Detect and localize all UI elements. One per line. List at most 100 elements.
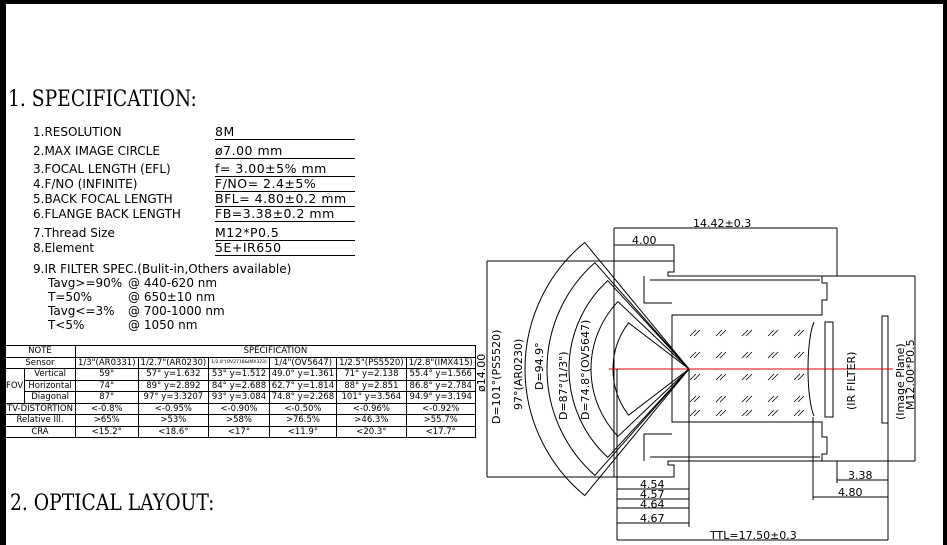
- spec-label: 6.FLANGE BACK LENGTH: [33, 207, 181, 221]
- hatch-mark: [689, 395, 697, 403]
- hatch-mark: [719, 351, 727, 359]
- ir-cond: Tavg>=90%: [48, 276, 123, 290]
- frame-border-top: [0, 0, 947, 4]
- hatch-mark: [771, 329, 779, 337]
- hatch-mark: [715, 329, 723, 337]
- ir-val: @ 440-620 nm: [128, 276, 218, 290]
- hatch-mark: [793, 329, 801, 337]
- hatch-mark: [693, 395, 701, 403]
- cell: <11.9°: [268, 425, 338, 438]
- hatch-mark: [719, 373, 727, 381]
- fov-arc: [524, 241, 690, 497]
- hatch-mark: [715, 395, 723, 403]
- hatch-mark: [693, 409, 701, 417]
- dim-total-length: 14.42±0.3: [693, 217, 751, 230]
- fov-arc: [546, 261, 690, 477]
- ir-filter-label: (IR FILTER): [845, 352, 858, 410]
- table-row: CRA <15.2° <18.6° <17° <11.9° <20.3° <17…: [4, 425, 476, 438]
- hatch-mark: [745, 395, 753, 403]
- spec-label: 1.RESOLUTION: [33, 125, 122, 139]
- cell: <20.3°: [336, 425, 407, 438]
- dim-front: 4.00: [632, 234, 657, 247]
- dim-bfl: 4.80: [838, 486, 863, 499]
- cell: <18.6°: [137, 425, 210, 438]
- ir-val: @ 700-1000 nm: [128, 304, 225, 318]
- hatch-mark: [693, 373, 701, 381]
- spec-value: FB=3.38±0.2 mm: [215, 207, 355, 222]
- ir-cond: T=50%: [48, 290, 93, 304]
- hatch-mark: [771, 395, 779, 403]
- spec-label: 4.F/NO (INFINITE): [33, 177, 138, 191]
- hatch-mark: [689, 409, 697, 417]
- dimension-labels: 14.42±0.3 4.00 ø14.00 4.54 4.57 4.64 4.6…: [475, 217, 917, 542]
- table-row: FOV Vertical 59° 57° y=1.632 53° y=1.512…: [3, 368, 476, 404]
- fov-label: D=101°(PS5520): [490, 330, 503, 424]
- glass-hatching: [689, 329, 805, 417]
- hatch-mark: [797, 409, 805, 417]
- hatch-mark: [693, 351, 701, 359]
- ir-val: @ 650±10 nm: [128, 290, 216, 304]
- dim-4-67: 4.67: [640, 512, 665, 525]
- hatch-mark: [741, 409, 749, 417]
- dim-4-54: 4.54: [640, 478, 665, 491]
- hatch-mark: [771, 409, 779, 417]
- hatch-mark: [715, 409, 723, 417]
- dim-4-64: 4.64: [640, 498, 665, 511]
- hatch-mark: [741, 351, 749, 359]
- table-row: Horizontal 74° 89° y=2.892 84° y=2.688 6…: [5, 379, 476, 392]
- hatch-mark: [741, 395, 749, 403]
- cell: 89° y=2.892: [137, 379, 210, 392]
- hatch-mark: [745, 373, 753, 381]
- hatch-mark: [793, 409, 801, 417]
- dim-ttl: TTL=17.50±0.3: [709, 529, 797, 542]
- hatch-mark: [793, 373, 801, 381]
- sensor-spec-table: NOTE SPECIFICATION Sensor 1/3"(AR0331) 1…: [3, 345, 476, 438]
- hatch-mark: [715, 373, 723, 381]
- ir-cond: Tavg<=3%: [48, 304, 115, 318]
- hatch-mark: [771, 373, 779, 381]
- fov-label: FOV: [3, 368, 26, 404]
- fov-arc: [590, 300, 690, 438]
- hatch-mark: [797, 395, 805, 403]
- fov-label: D=94.9°: [533, 342, 546, 390]
- spec-value: 8M: [215, 125, 355, 140]
- spec-value: 5E+IR650: [215, 241, 355, 256]
- dimension-lines: [486, 227, 916, 541]
- cell: <17.7°: [405, 425, 476, 438]
- hatch-mark: [797, 329, 805, 337]
- hatch-mark: [719, 409, 727, 417]
- spec-label: 3.FOCAL LENGTH (EFL): [33, 162, 171, 176]
- image-plane-label: (Image Plane): [894, 343, 907, 420]
- spec-value: BFL= 4.80±0.2 mm: [215, 192, 355, 207]
- spec-value: f= 3.00±5% mm: [215, 162, 355, 177]
- frame-border-right: [943, 0, 947, 545]
- hatch-mark: [693, 329, 701, 337]
- hatch-mark: [689, 373, 697, 381]
- hatch-mark: [767, 329, 775, 337]
- hatch-mark: [715, 351, 723, 359]
- specification-heading: 1. SPECIFICATION:: [8, 87, 197, 112]
- hatch-mark: [797, 351, 805, 359]
- table-row: Sensor 1/3"(AR0331) 1/2.7"(AR0230) 1/2.8…: [4, 356, 476, 369]
- spec-label: 5.BACK FOCAL LENGTH: [33, 192, 173, 206]
- cell: <17°: [208, 425, 270, 438]
- hatch-mark: [745, 351, 753, 359]
- dim-4-57: 4.57: [640, 488, 665, 501]
- ir-cond: T<5%: [48, 318, 85, 332]
- hatch-mark: [793, 395, 801, 403]
- optical-layout-heading: 2. OPTICAL LAYOUT:: [10, 491, 215, 516]
- fov-arcs: [524, 241, 690, 497]
- spec-label: 7.Thread Size: [33, 226, 115, 240]
- hatch-mark: [793, 351, 801, 359]
- frame-border-left: [0, 0, 6, 545]
- dim-fb: 3.38: [848, 469, 873, 482]
- row-label: CRA: [4, 425, 76, 438]
- hatch-mark: [745, 409, 753, 417]
- hatch-mark: [771, 351, 779, 359]
- hatch-mark: [689, 351, 697, 359]
- hatch-mark: [767, 373, 775, 381]
- hatch-mark: [719, 329, 727, 337]
- spec-value: M12*P0.5: [215, 226, 355, 241]
- hatch-mark: [741, 373, 749, 381]
